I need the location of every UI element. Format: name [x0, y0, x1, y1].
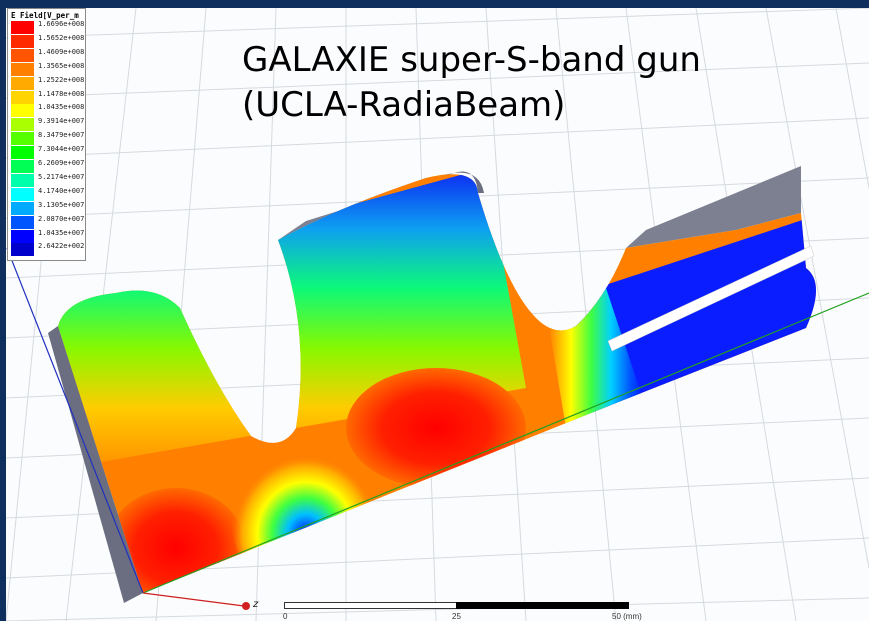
legend-label: 1.2522e+008	[38, 75, 85, 84]
legend-swatch	[11, 243, 34, 257]
legend-label: 6.2609e+007	[38, 159, 85, 167]
legend-label: 2.6422e+002	[38, 242, 85, 251]
legend-label: 2.0870e+007	[38, 214, 85, 223]
legend-label: 8.3479e+007	[38, 131, 85, 140]
legend-title: E Field[V_per_m	[11, 11, 79, 20]
scale-bar-white	[284, 602, 458, 609]
legend-swatch	[11, 62, 34, 76]
legend-label: 3.1305e+007	[38, 200, 85, 209]
legend-swatch	[11, 34, 34, 48]
legend-label: 1.5652e+008	[38, 33, 85, 42]
legend-swatch	[11, 118, 34, 132]
legend-swatch	[11, 160, 34, 173]
scale-label-start: 0	[283, 612, 288, 621]
legend-label: 9.3914e+007	[38, 117, 85, 126]
legend-label: 1.6696e+008	[38, 20, 85, 28]
axis-z	[142, 592, 245, 607]
legend-swatch	[11, 201, 34, 215]
title-line-2: (UCLA-RadiaBeam)	[242, 85, 566, 125]
scale-bar	[284, 602, 629, 609]
legend-swatch	[11, 21, 34, 34]
gun-model[interactable]: z	[6, 8, 869, 621]
scale-bar-black	[456, 602, 629, 609]
legend-label: 1.0435e+007	[38, 228, 85, 237]
legend-label: 1.0435e+008	[38, 103, 85, 112]
title-line-1: GALAXIE super-S-band gun	[242, 40, 701, 80]
axis-z-label: z	[252, 599, 259, 610]
legend-swatch	[11, 132, 34, 146]
axis-vertical	[6, 247, 144, 594]
legend-swatch	[11, 187, 34, 201]
scale-label-mid: 25	[452, 612, 461, 621]
legend-label: 5.2174e+007	[38, 172, 85, 181]
legend-swatch	[11, 104, 34, 118]
legend-swatch	[11, 90, 34, 104]
legend-label: 7.3044e+007	[38, 145, 85, 154]
axis-beam	[142, 292, 869, 594]
legend-swatch	[11, 76, 34, 90]
legend-swatch	[11, 173, 34, 187]
legend-swatch	[11, 48, 34, 62]
legend-swatch	[11, 146, 34, 160]
legend-swatch	[11, 229, 34, 243]
beam-slot	[607, 245, 815, 352]
legend-label: 1.4609e+008	[38, 47, 85, 56]
3d-viewport[interactable]: z E Field[V_per_m 1.6696e+008 1.5652e+008…	[6, 8, 869, 621]
legend-label: 1.1478e+008	[38, 89, 85, 98]
scale-label-end: 50 (mm)	[612, 612, 642, 621]
slide-title: GALAXIE super-S-band gun (UCLA-RadiaBeam…	[242, 38, 701, 128]
legend-label: 1.3565e+008	[38, 61, 85, 70]
legend-label: 4.1740e+007	[38, 186, 85, 195]
legend-swatch	[11, 215, 34, 229]
field-legend: E Field[V_per_m 1.6696e+008 1.5652e+008 1.…	[7, 8, 86, 261]
